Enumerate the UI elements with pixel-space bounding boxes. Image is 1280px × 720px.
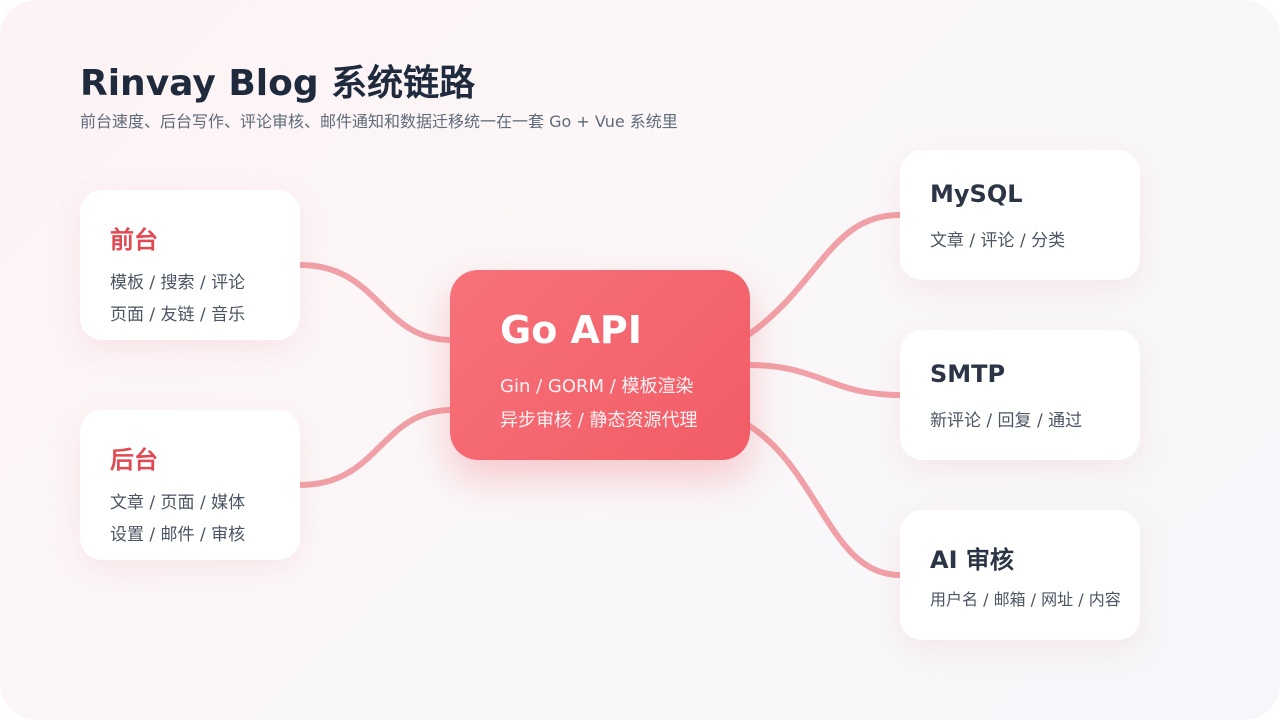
- node-frontend: 前台 模板 / 搜索 / 评论 页面 / 友链 / 音乐: [80, 190, 300, 340]
- page-subtitle: 前台速度、后台写作、评论审核、邮件通知和数据迁移统一在一套 Go + Vue 系…: [80, 112, 678, 131]
- connector-api-mysql: [745, 212, 903, 338]
- node-mysql: MySQL 文章 / 评论 / 分类: [900, 150, 1140, 280]
- connector-frontend-api: [297, 262, 455, 343]
- node-go-api-line-2: 异步审核 / 静态资源代理: [500, 410, 698, 431]
- node-go-api: Go API Gin / GORM / 模板渲染 异步审核 / 静态资源代理: [450, 270, 750, 460]
- node-mysql-line-1: 文章 / 评论 / 分类: [930, 231, 1066, 251]
- node-mysql-title: MySQL: [930, 180, 1023, 208]
- node-go-api-line-1: Gin / GORM / 模板渲染: [500, 376, 694, 397]
- node-frontend-line-2: 页面 / 友链 / 音乐: [110, 305, 246, 325]
- connector-admin-api: [297, 407, 455, 488]
- node-smtp-line-1: 新评论 / 回复 / 通过: [930, 411, 1083, 431]
- node-ai-review-title: AI 审核: [930, 546, 1014, 574]
- connector-api-smtp: [745, 362, 903, 398]
- node-admin-line-2: 设置 / 邮件 / 审核: [110, 525, 246, 545]
- node-admin-line-1: 文章 / 页面 / 媒体: [110, 493, 246, 513]
- connector-api-ai-review: [745, 422, 903, 578]
- node-admin-title: 后台: [110, 446, 158, 474]
- node-ai-review: AI 审核 用户名 / 邮箱 / 网址 / 内容: [900, 510, 1140, 640]
- node-smtp-title: SMTP: [930, 360, 1006, 388]
- node-ai-review-line-1: 用户名 / 邮箱 / 网址 / 内容: [930, 590, 1121, 609]
- page-title: Rinvay Blog 系统链路: [80, 63, 476, 104]
- node-go-api-title: Go API: [500, 308, 642, 352]
- node-admin: 后台 文章 / 页面 / 媒体 设置 / 邮件 / 审核: [80, 410, 300, 560]
- node-smtp: SMTP 新评论 / 回复 / 通过: [900, 330, 1140, 460]
- node-frontend-title: 前台: [110, 226, 158, 254]
- node-frontend-line-1: 模板 / 搜索 / 评论: [110, 273, 246, 293]
